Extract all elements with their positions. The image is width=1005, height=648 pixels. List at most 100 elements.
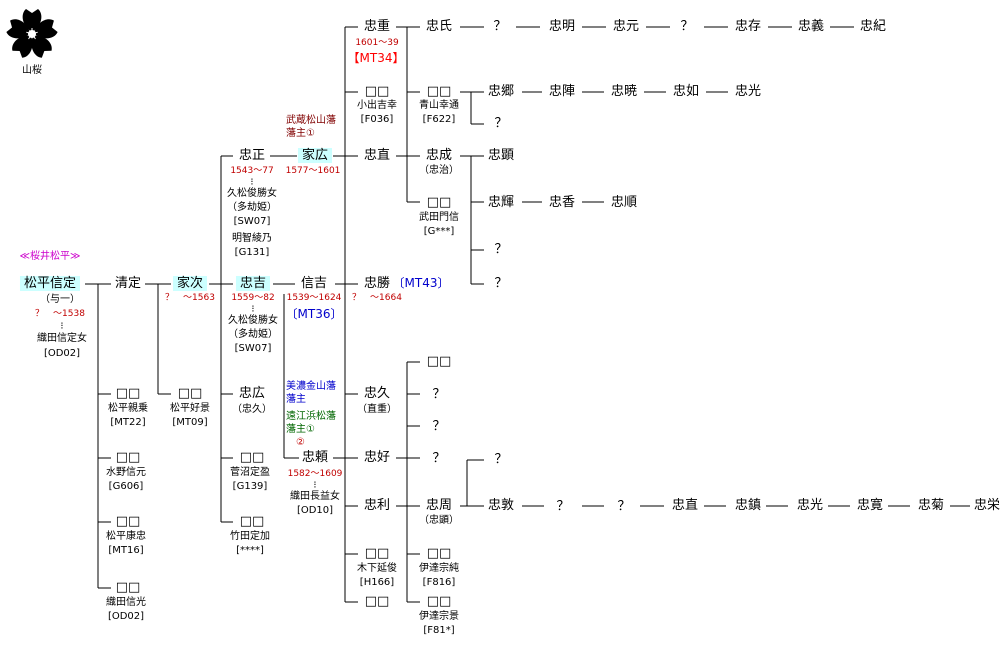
code: [F816] [422, 577, 456, 588]
sakura-crest-icon [5, 8, 59, 63]
code: [SW07] [233, 216, 271, 227]
placeholder: □□ [115, 514, 141, 529]
unknown: ？ [617, 499, 631, 514]
person-ietsugu: 家次 [172, 276, 208, 291]
person-tadamitsu: 忠光 [734, 84, 762, 99]
person-mizuno: 水野信元 [106, 467, 146, 478]
years: 1543～77 [230, 166, 274, 176]
unknown: ？ [680, 19, 694, 34]
placeholder: □□ [426, 195, 452, 210]
years: ？ ～1563 [165, 293, 215, 303]
unknown: ？ [432, 419, 446, 434]
person-tadateru: 忠輝 [487, 195, 515, 210]
code: [OD02] [43, 348, 81, 359]
placeholder: □□ [115, 450, 141, 465]
unknown: ？ [494, 452, 508, 467]
domain-mino: 美濃金山藩藩主 [286, 381, 336, 405]
person-tadashige: 忠重 [363, 19, 391, 34]
spouse: 明智綾乃 [232, 233, 272, 244]
person-tadayoshi: 忠吉 [235, 276, 271, 291]
unknown: ？ [493, 19, 507, 34]
mt-code: 【MT34】 [347, 51, 405, 65]
placeholder: □□ [426, 354, 452, 369]
alias: （忠治） [419, 165, 459, 176]
years: 1582～1609 [287, 469, 343, 479]
alias: （多劫姫） [227, 202, 277, 213]
years: 1577～1601 [285, 166, 341, 176]
person-tadayoshi3: 忠義 [797, 19, 825, 34]
person-tadahisa: 忠久 [363, 386, 391, 401]
person-tadauji: 忠氏 [425, 19, 453, 34]
placeholder: □□ [177, 386, 203, 401]
code: [MT16] [108, 545, 144, 556]
years: 1601～39 [355, 38, 399, 48]
person-date1: 伊達宗純 [419, 563, 459, 574]
placeholder: □□ [239, 514, 265, 529]
years: 1539～1624 [286, 293, 342, 303]
code: [G606] [108, 481, 144, 492]
person-aoyama: 青山幸通 [419, 100, 459, 111]
person-tadayuki: 忠如 [672, 84, 700, 99]
unknown: ？ [494, 116, 508, 131]
unknown: ？ [432, 387, 446, 402]
person-tadachika: 忠周 [425, 498, 453, 513]
person-taketa: 竹田定加 [230, 531, 270, 542]
person-tadaaki2: 忠顕 [487, 148, 515, 163]
person-kiyosada: 清定 [114, 276, 142, 291]
person-tadaakira: 忠暁 [610, 84, 638, 99]
person-tadaatsu: 忠敦 [487, 498, 515, 513]
code: [MT09] [172, 417, 208, 428]
mt-code: 〔MT36〕 [285, 307, 343, 321]
person-tadahiro2: 忠寛 [856, 498, 884, 513]
person-nobusada: 松平信定 [19, 276, 81, 291]
person-tadakatsu: 忠勝 [363, 276, 391, 291]
placeholder: □□ [239, 450, 265, 465]
code: [F622] [422, 114, 456, 125]
placeholder: □□ [115, 580, 141, 595]
person-nobumitsu: 織田信光 [106, 597, 146, 608]
person-tadayori: 忠頼 [301, 450, 329, 465]
person-tadanori: 忠紀 [859, 19, 887, 34]
spouse: 織田信定女 [37, 333, 87, 344]
years: ？ ～1538 [35, 309, 85, 319]
spouse: 久松俊勝女 [227, 188, 277, 199]
person-tadatsura: 忠陣 [548, 84, 576, 99]
person-tadashizu: 忠鎮 [734, 498, 762, 513]
code: [MT22] [110, 417, 146, 428]
person-tadaei: 忠栄 [973, 498, 1001, 513]
code: [OD10] [296, 505, 334, 516]
person-tadahiro: 忠広 [238, 386, 266, 401]
alias: （与一） [40, 294, 80, 305]
spouse: 織田長益女 [290, 491, 340, 502]
person-tadamoto: 忠元 [612, 19, 640, 34]
person-tadanari: 忠成 [425, 148, 453, 163]
code: [H166] [359, 577, 395, 588]
code: [F81*] [423, 625, 455, 636]
placeholder: □□ [426, 594, 452, 609]
person-tadasato: 忠郷 [487, 84, 515, 99]
person-yasutada: 松平康忠 [106, 531, 146, 542]
person-iehiro: 家広 [297, 148, 333, 163]
person-nobuyoshi: 信吉 [300, 276, 328, 291]
person-tadatoshi: 忠利 [363, 498, 391, 513]
placeholder: □□ [364, 84, 390, 99]
alias: （忠久） [232, 404, 272, 415]
person-tadayori2: 忠順 [610, 195, 638, 210]
crest-caption: 山桜 [22, 65, 42, 76]
unknown: ？ [494, 242, 508, 257]
clan-label: ≪桜井松平≫ [19, 251, 81, 262]
person-tadagiku: 忠菊 [917, 498, 945, 513]
person-tadaari: 忠存 [734, 19, 762, 34]
years: ？ ～1664 [352, 293, 402, 303]
person-date2: 伊達宗景 [419, 611, 459, 622]
code: [F036] [360, 114, 394, 125]
unknown: ？ [556, 499, 570, 514]
person-tadanao2: 忠直 [671, 498, 699, 513]
person-tadamasa: 忠正 [238, 148, 266, 163]
alias: （多劫姫） [228, 329, 278, 340]
code: [G139] [232, 481, 268, 492]
placeholder: □□ [426, 546, 452, 561]
